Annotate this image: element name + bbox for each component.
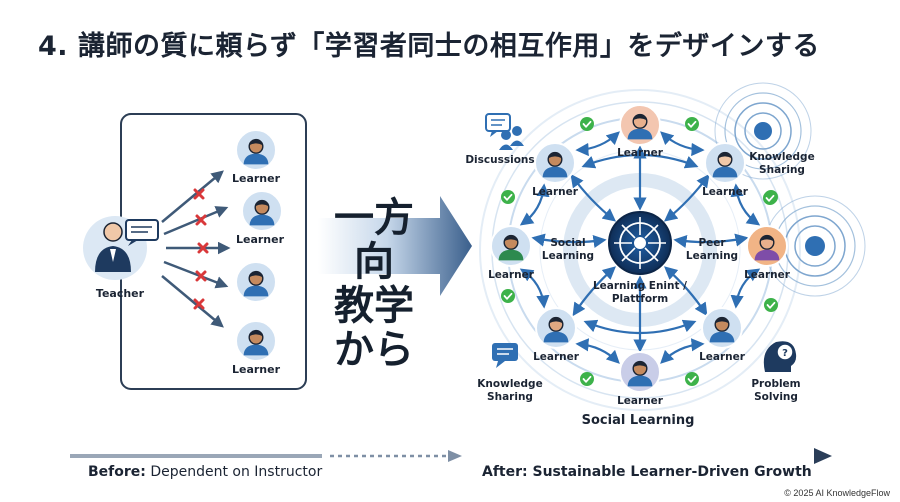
knowledge-sharing-top-label-1: Knowledge: [749, 151, 814, 163]
knowledge-sharing-bottom-label-2: Sharing: [487, 391, 533, 403]
arrow-left-hub: [531, 233, 607, 249]
peer-learning-label-1: Peer: [698, 237, 726, 249]
check-icon-7: [580, 372, 594, 386]
discussions-label: Discussions: [465, 154, 534, 166]
before-learner-label-3: Learner: [232, 363, 281, 376]
after-learner-avatar-8: [619, 351, 661, 393]
after-learner-avatar-5: [746, 225, 788, 267]
learner-label-top: Learner: [617, 147, 664, 159]
before-learner-avatar-3: [235, 261, 277, 303]
social-learning-caption: Social Learning: [582, 413, 695, 428]
peer-learning-label-2: Learning: [686, 250, 738, 262]
arrow-left-lower-left: [519, 268, 550, 309]
arrow-top-upper-right: [660, 131, 705, 157]
after-learner-avatar-1: [619, 104, 661, 146]
problem-solving-label-1: Problem: [751, 378, 800, 390]
problem-solving-icon: ?: [763, 341, 797, 372]
discussions-icon: [485, 113, 524, 150]
check-icon-3: [501, 190, 515, 204]
after-learners: [490, 104, 788, 393]
check-icon-9: [763, 191, 777, 205]
copyright: © 2025 AI KnowledgeFlow: [784, 488, 890, 498]
peer-signal-dot: [805, 236, 825, 256]
hub-label-line-1: Learning Enint /: [593, 280, 687, 292]
before-learner-avatar-4: [235, 320, 277, 362]
after-learner-avatar-7: [701, 307, 743, 349]
check-icon-8: [685, 372, 699, 386]
middle-text-line-3: から: [334, 327, 414, 373]
learner-label-upper-right: Learner: [702, 186, 749, 198]
social-learning-label-1: Social: [550, 237, 585, 249]
learner-label-upper-left: Learner: [532, 186, 579, 198]
success-check-icons: [501, 117, 778, 386]
knowledge-sharing-bottom-label-1: Knowledge: [477, 378, 542, 390]
knowledge-sharing-top-label-2: Sharing: [759, 164, 805, 176]
before-learner-avatar-2: [241, 190, 283, 232]
after-learner-avatar-2: [534, 142, 576, 184]
page-title: 4. 講師の質に頼らず「学習者同士の相互作用」をデザインする: [38, 31, 820, 62]
arrow-lower-cross: [583, 319, 697, 335]
learning-platform-hub: [608, 211, 672, 275]
arrow-lower-right-bottom: [660, 338, 705, 364]
timeline-mid-arrow: [448, 450, 462, 462]
social-learning-label-2: Learning: [542, 250, 594, 262]
check-icon-1: [580, 117, 594, 131]
after-learner-avatar-3: [704, 142, 746, 184]
learner-label-lower-left: Learner: [533, 351, 580, 363]
arrow-top-upper-left: [575, 131, 620, 157]
middle-text-line-1: 一方向: [334, 195, 414, 285]
after-learner-avatar-6: [535, 307, 577, 349]
teacher-avatar: [83, 216, 159, 280]
check-icon-6: [764, 298, 778, 312]
before-learner-avatar-1: [235, 129, 277, 171]
learner-label-right: Learner: [744, 269, 791, 281]
blocked-cross-icons: [193, 188, 209, 310]
problem-solving-label-2: Solving: [754, 391, 798, 403]
teacher-arrows: [161, 170, 231, 328]
footer-before: Before: Dependent on Instructor: [88, 464, 322, 480]
learner-label-lower-right: Learner: [699, 351, 746, 363]
middle-text-line-2: 教学: [334, 283, 414, 329]
svg-text:?: ?: [782, 348, 788, 359]
arrow-upper-left-hub: [570, 173, 617, 222]
footer-before-bold: Before:: [88, 464, 146, 480]
footer-after: After: Sustainable Learner-Driven Growth: [482, 464, 812, 480]
learner-label-bottom: Learner: [617, 395, 664, 407]
arrow-right-hub: [673, 233, 749, 249]
check-icon-5: [501, 289, 515, 303]
arrow-right-lower-right: [730, 268, 761, 309]
arrow-lower-right-hub: [664, 266, 708, 317]
hub-label-line-2: Plattform: [612, 293, 668, 305]
learner-label-left: Learner: [488, 269, 535, 281]
arrow-upper-right-right: [730, 183, 761, 226]
transition-arrow: [318, 196, 472, 296]
check-icon-2: [685, 117, 699, 131]
before-learner-label-1: Learner: [232, 172, 281, 185]
before-learners: [235, 129, 283, 362]
arrow-lower-left-hub: [572, 266, 616, 317]
before-panel: [120, 113, 307, 390]
footer-before-text: Dependent on Instructor: [145, 464, 323, 480]
arrow-upper-right-hub: [663, 173, 710, 222]
before-learner-label-2: Learner: [236, 233, 285, 246]
arrow-upper-left-left: [519, 183, 550, 226]
arrow-upper-cross: [581, 153, 699, 169]
arrow-lower-left-bottom: [575, 338, 620, 364]
after-learner-avatar-4: [490, 225, 532, 267]
teacher-label: Teacher: [96, 287, 145, 300]
chat-icon: [492, 343, 518, 368]
one-way-teaching-text: 一方向 教学 から: [318, 196, 430, 372]
speech-bubble-icon: [125, 219, 159, 241]
knowledge-signal-dot: [754, 122, 772, 140]
network-arrows: [519, 131, 761, 364]
timeline-end-arrow: [814, 448, 832, 464]
